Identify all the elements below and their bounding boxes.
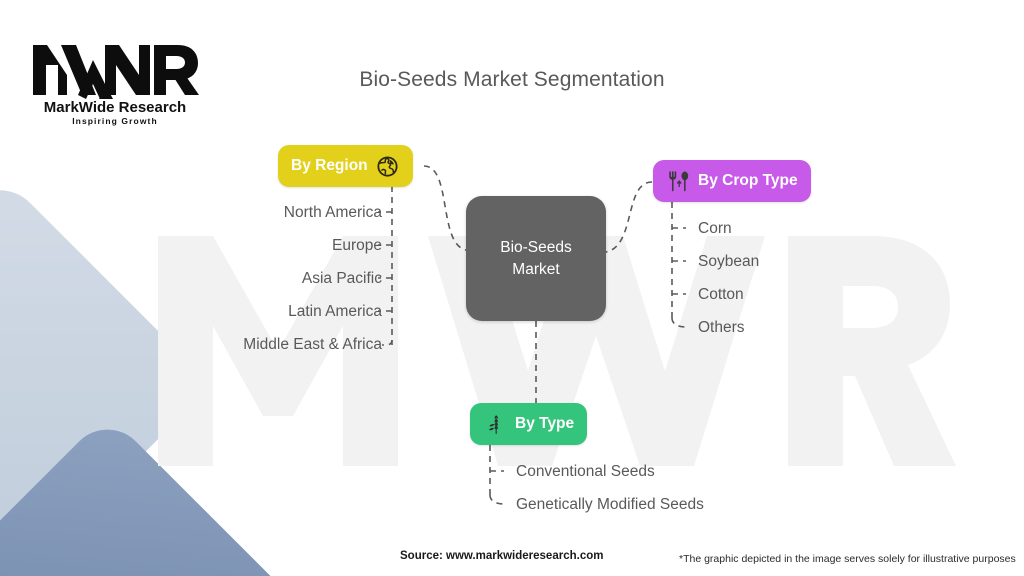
connector-crop-to-center (605, 181, 653, 253)
cutlery-icon (666, 169, 690, 193)
branch-label-crop-type: By Crop Type (698, 172, 798, 189)
leaf-item-region-0[interactable]: North America (283, 204, 382, 221)
decorative-shape-light (0, 172, 213, 576)
central-node[interactable]: Bio-Seeds Market (466, 196, 606, 321)
decorative-shape-dark (0, 413, 302, 576)
logo-company-name: MarkWide Research (44, 99, 186, 116)
branch-label-region: By Region (291, 157, 368, 174)
branch-badge-region[interactable]: By Region (278, 145, 413, 187)
wheat-icon (483, 412, 507, 436)
leaf-item-crop-1[interactable]: Soybean (698, 253, 760, 270)
central-node-line1: Bio-Seeds (500, 238, 572, 256)
connector-region-to-center (423, 165, 467, 251)
logo-markwide-research: MarkWide Research Inspiring Growth (33, 45, 199, 126)
leaf-item-type-1[interactable]: Genetically Modified Seeds (516, 496, 704, 513)
branch-badge-crop-type[interactable]: By Crop Type (653, 160, 811, 202)
leaf-item-region-4[interactable]: Middle East & Africa (243, 336, 382, 353)
leaf-item-region-1[interactable]: Europe (332, 237, 382, 254)
logo-tagline: Inspiring Growth (72, 116, 158, 126)
leaf-item-crop-0[interactable]: Corn (698, 220, 732, 237)
stub-region-4 (381, 339, 393, 346)
central-node-line2: Market (512, 260, 560, 278)
leaf-item-crop-3[interactable]: Others (698, 319, 745, 336)
leaf-item-region-3[interactable]: Latin America (288, 303, 382, 320)
disclaimer-text: *The graphic depicted in the image serve… (679, 553, 1016, 565)
branch-badge-type[interactable]: By Type (470, 403, 588, 445)
leaf-item-type-0[interactable]: Conventional Seeds (516, 463, 655, 480)
leaf-item-region-2[interactable]: Asia Pacific (301, 270, 382, 287)
stub-type-1 (489, 494, 505, 505)
globe-icon (376, 154, 400, 178)
branch-label-type: By Type (515, 415, 575, 432)
leaf-item-crop-2[interactable]: Cotton (698, 286, 744, 303)
stub-crop-3 (671, 317, 687, 328)
page-title: Bio-Seeds Market Segmentation (359, 68, 665, 91)
source-text[interactable]: Source: www.markwideresearch.com (400, 550, 604, 562)
